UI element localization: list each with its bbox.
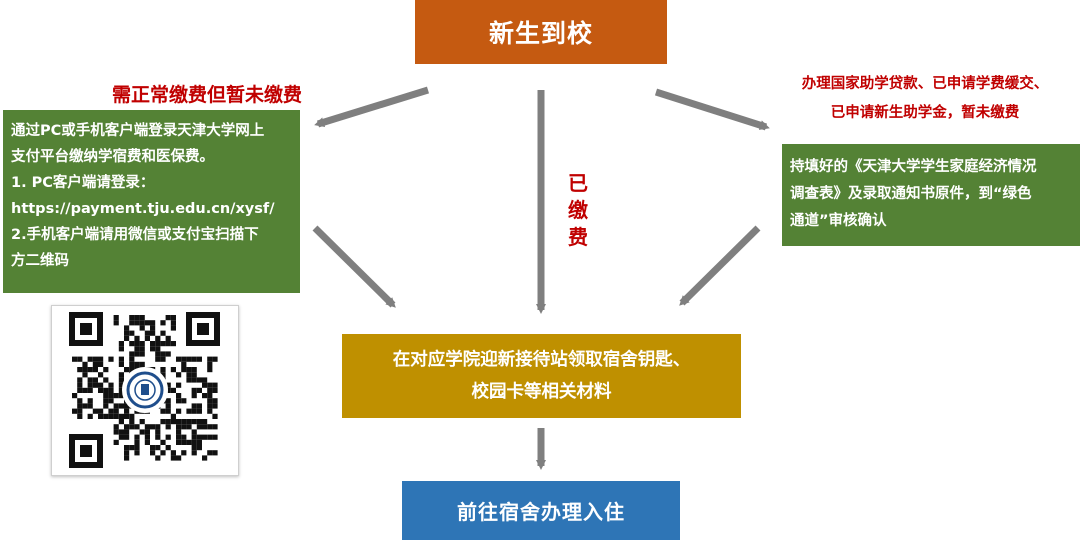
right-branch-line: 调查表》及录取通知书原件，到“绿色 bbox=[790, 186, 1032, 202]
collect-materials-line: 校园卡等相关材料 bbox=[471, 382, 612, 402]
right-condition-line: 办理国家助学贷款、已申请学费缓交、 bbox=[801, 76, 1049, 92]
qr-code-frame bbox=[51, 305, 239, 476]
arrow-start-to-left bbox=[314, 86, 430, 128]
start-label: 新生到校 bbox=[488, 19, 593, 48]
collect-materials-node: 在对应学院迎新接待站领取宿舍钥匙、 校园卡等相关材料 bbox=[342, 334, 741, 418]
right-condition-line: 已申请新生助学金，暂未缴费 bbox=[830, 105, 1020, 121]
left-branch-line: 方二维码 bbox=[11, 253, 69, 269]
qr-code-icon bbox=[69, 312, 220, 468]
middle-condition-label: 已 缴 费 bbox=[560, 170, 596, 251]
middle-condition-char: 已 bbox=[568, 171, 588, 195]
end-label: 前往宿舍办理入住 bbox=[457, 500, 625, 524]
left-branch-line: 通过PC或手机客户端登录天津大学网上 bbox=[11, 123, 265, 139]
left-branch-line: 支付平台缴纳学宿费和医保费。 bbox=[11, 149, 214, 165]
left-branch-line: 1. PC客户端请登录： bbox=[11, 175, 155, 191]
collect-materials-line: 在对应学院迎新接待站领取宿舍钥匙、 bbox=[392, 350, 691, 370]
middle-condition-char: 费 bbox=[568, 225, 588, 249]
right-branch-line: 通道”审核确认 bbox=[790, 213, 887, 229]
middle-condition-char: 缴 bbox=[568, 198, 588, 222]
arrow-left-to-center bbox=[312, 225, 396, 308]
right-branch-line: 持填好的《天津大学学生家庭经济情况 bbox=[790, 159, 1037, 175]
left-branch-line: https://payment.tju.edu.cn/xysf/ bbox=[11, 201, 275, 217]
left-branch-line: 2.手机客户端请用微信或支付宝扫描下 bbox=[11, 227, 259, 243]
left-condition-label: 需正常缴费但暂未缴费 bbox=[112, 84, 303, 106]
end-node: 前往宿舍办理入住 bbox=[402, 481, 680, 540]
start-node: 新生到校 bbox=[415, 0, 667, 64]
arrow-right-to-center bbox=[679, 225, 761, 306]
left-branch-node: 通过PC或手机客户端登录天津大学网上 支付平台缴纳学宿费和医保费。 1. PC客… bbox=[3, 110, 300, 293]
arrow-start-to-right bbox=[654, 88, 770, 131]
right-branch-node: 持填好的《天津大学学生家庭经济情况 调查表》及录取通知书原件，到“绿色 通道”审… bbox=[782, 144, 1080, 246]
